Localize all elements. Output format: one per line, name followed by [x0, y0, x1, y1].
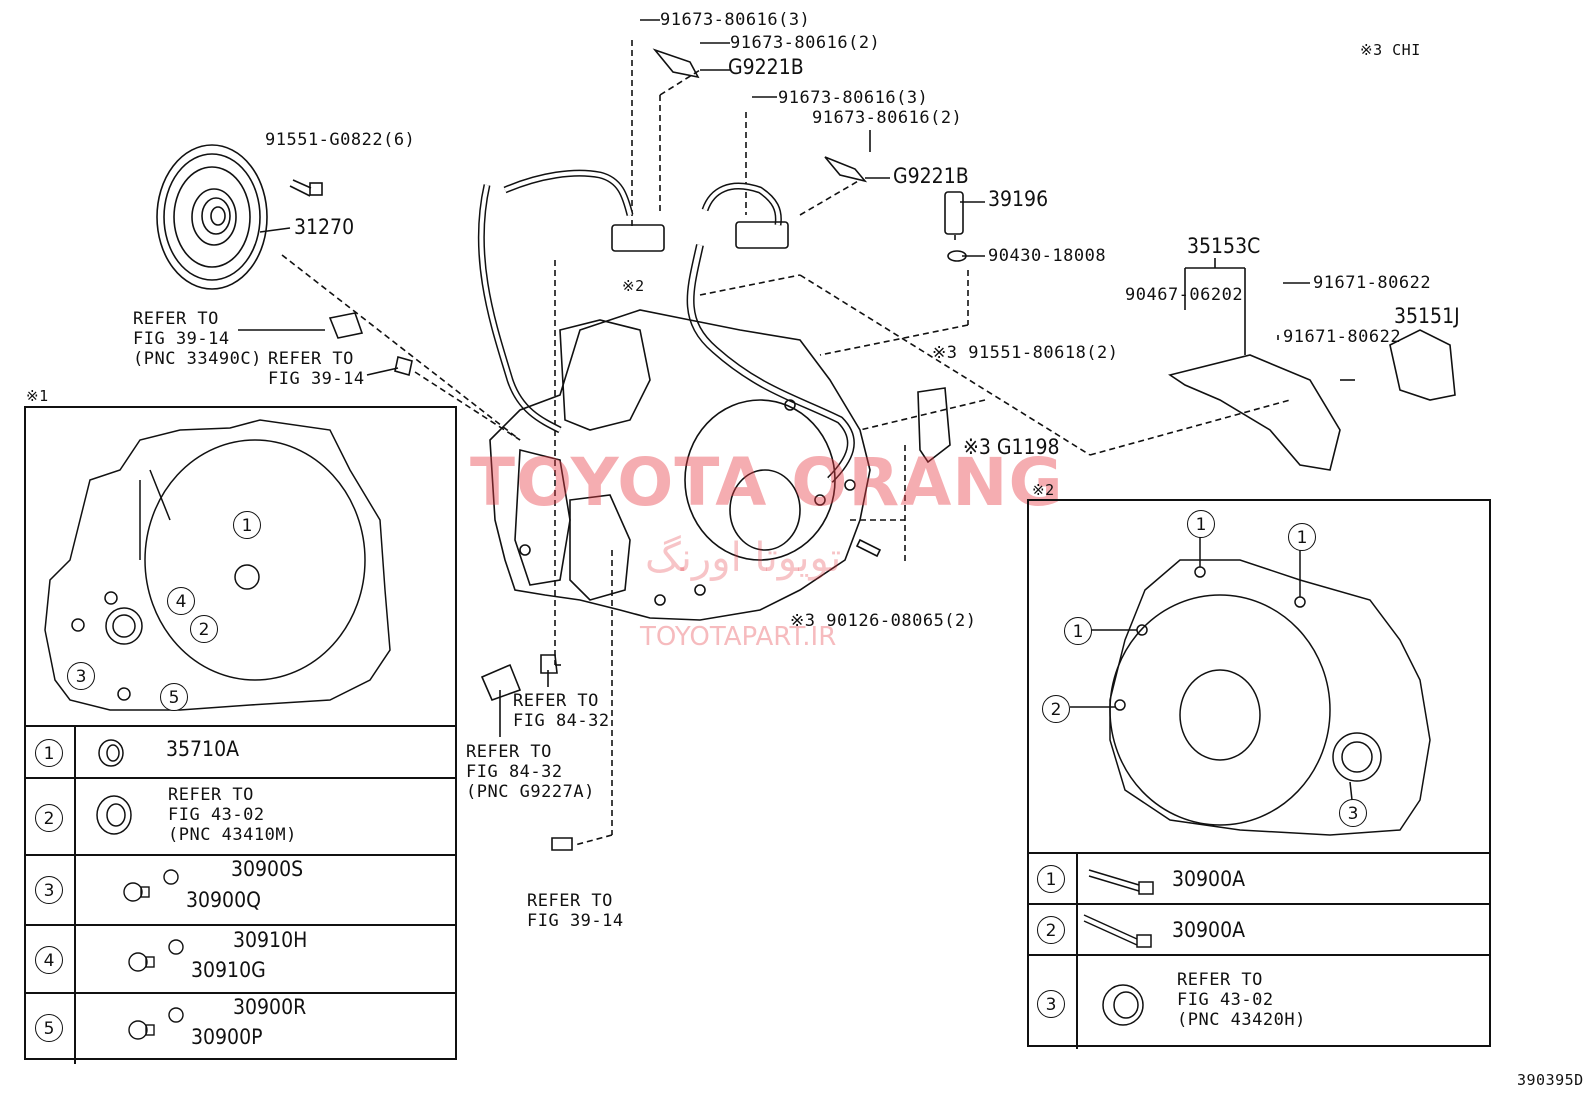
callout-90430-18008: 90430-18008 [988, 246, 1107, 266]
left-row-2: 2 REFER TO FIG 43-02 (PNC 43410M) [26, 777, 455, 856]
left-row-1: 1 35710A [26, 725, 455, 779]
right-marker-1a: 1 [1187, 510, 1215, 538]
callout-91673-80616-2-mid: 91673-80616(2) [812, 108, 963, 128]
figure-code: 390395D [1517, 1071, 1584, 1089]
left-row-4: 4 30910H 30910G [26, 924, 455, 994]
plug-gasket-icon [128, 939, 184, 972]
note-2: ※2 [1032, 481, 1055, 499]
right-row-3-num: 3 [1037, 990, 1065, 1018]
callout-91673-80616-3-mid: 91673-80616(3) [778, 88, 929, 108]
callout-91551-g0822: 91551-G0822(6) [265, 130, 416, 150]
right-marker-1b: 1 [1288, 523, 1316, 551]
torque-converter-drawing [156, 144, 268, 290]
right-row-2-label: 30900A [1172, 918, 1246, 942]
right-row-1-label: 30900A [1172, 867, 1246, 891]
oil-seal-large-icon [96, 795, 132, 835]
left-row-3-num: 3 [35, 876, 63, 904]
right-marker-3: 3 [1339, 799, 1367, 827]
oil-seal-large-icon [1102, 984, 1144, 1026]
plug-gasket-icon [128, 1007, 184, 1040]
plug-gasket-icon [123, 869, 179, 902]
left-row-4-label-a: 30910H [233, 928, 308, 952]
right-detail-box: 1 1 1 2 3 1 30900A 2 30900A 3 REFER TO F… [1027, 499, 1491, 1049]
left-detail-box: 1 4 2 3 5 1 35710A 2 REFER TO FIG 43-02 … [24, 406, 457, 1064]
oil-seal-icon [98, 739, 124, 767]
callout-35151j: 35151J [1394, 304, 1460, 328]
watermark-title: TOYOTA ORANG [470, 444, 1064, 521]
callout-91673-80616-3-top: 91673-80616(3) [660, 10, 811, 30]
right-row-1-num: 1 [1037, 865, 1065, 893]
callout-91551-80618: ※3 91551-80618(2) [932, 343, 1119, 363]
right-row-3: 3 REFER TO FIG 43-02 (PNC 43420H) [1029, 954, 1489, 1049]
note-1: ※1 [26, 387, 49, 405]
callout-90126-08065: ※3 90126-08065(2) [790, 611, 977, 631]
left-row-1-label: 35710A [166, 737, 240, 761]
bolt-icon [1088, 869, 1154, 895]
note-ref-2: ※2 [622, 277, 645, 295]
left-row-4-num: 4 [35, 946, 63, 974]
left-marker-3: 3 [67, 662, 95, 690]
right-row-2: 2 30900A [1029, 903, 1489, 956]
watermark-site: TOYOTAPART.IR [640, 622, 837, 652]
left-row-5-num: 5 [35, 1014, 63, 1042]
watermark-arabic: تویوتا اورنگ [645, 535, 842, 581]
callout-90467-06202: 90467-06202 [1125, 285, 1244, 305]
left-row-3-label-b: 30900Q [186, 888, 261, 912]
left-marker-1: 1 [233, 511, 261, 539]
note-3-chi: ※3 CHI [1360, 41, 1421, 59]
left-row-3-label-a: 30900S [231, 857, 304, 881]
callout-35153c: 35153C [1187, 234, 1261, 258]
callout-31270: 31270 [294, 215, 355, 239]
callout-91671-80622-low: 91671-80622 [1283, 327, 1402, 347]
right-row-2-num: 2 [1037, 916, 1065, 944]
right-row-1: 1 30900A [1029, 852, 1489, 905]
left-marker-4: 4 [167, 587, 195, 615]
callout-g9221b-top: G9221B [728, 55, 804, 79]
refer-fig-84-32-pnc: REFER TO FIG 84-32 (PNC G9227A) [466, 742, 595, 802]
transmission-body [489, 309, 871, 621]
left-housing-drawing [44, 419, 391, 711]
refer-fig-39-14-lower: REFER TO FIG 39-14 [527, 891, 624, 931]
left-row-5-label-a: 30900R [233, 995, 307, 1019]
right-row-3-label: REFER TO FIG 43-02 (PNC 43420H) [1177, 970, 1306, 1030]
refer-fig-84-32: REFER TO FIG 84-32 [513, 691, 610, 731]
left-marker-5: 5 [160, 683, 188, 711]
callout-g1198: ※3 G1198 [963, 435, 1060, 459]
refer-fig-39-14-pnc: REFER TO FIG 39-14 (PNC 33490C) [133, 309, 262, 369]
left-row-2-num: 2 [35, 804, 63, 832]
bolt-icon [1083, 914, 1152, 948]
callout-g9221b-mid: G9221B [893, 164, 969, 188]
callout-91671-80622-top: 91671-80622 [1313, 273, 1432, 293]
callout-91673-80616-2-top: 91673-80616(2) [730, 33, 881, 53]
left-row-5: 5 30900R 30900P [26, 992, 455, 1064]
left-row-5-label-b: 30900P [191, 1025, 263, 1049]
callout-39196: 39196 [988, 187, 1049, 211]
right-marker-1c: 1 [1064, 617, 1092, 645]
right-marker-2: 2 [1042, 695, 1070, 723]
left-row-2-label: REFER TO FIG 43-02 (PNC 43410M) [168, 785, 297, 845]
left-row-3: 3 30900S 30900Q [26, 854, 455, 926]
left-row-4-label-b: 30910G [191, 958, 266, 982]
left-marker-2: 2 [190, 615, 218, 643]
refer-fig-39-14-upper: REFER TO FIG 39-14 [268, 349, 365, 389]
left-row-1-num: 1 [35, 739, 63, 767]
right-housing-drawing [1070, 532, 1431, 836]
